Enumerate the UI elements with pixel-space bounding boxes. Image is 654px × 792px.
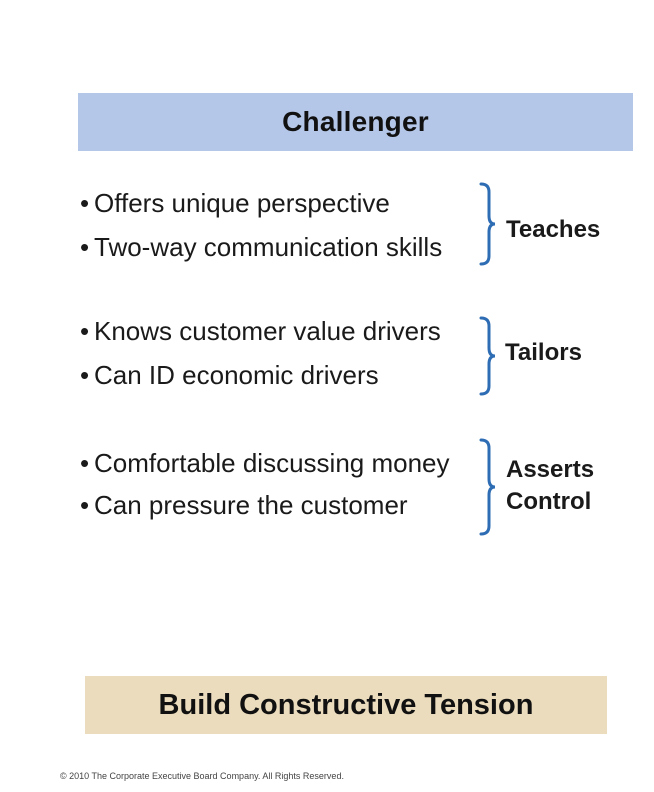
list-item-text: Comfortable discussing money (94, 448, 450, 478)
right-curly-bracket-icon (479, 316, 496, 396)
bullet-dot-icon: • (80, 232, 90, 262)
bullet-dot-icon: • (80, 316, 90, 346)
group-tailors: •Knows customer value drivers •Can ID ec… (80, 316, 620, 406)
list-item: •Comfortable discussing money (80, 448, 450, 478)
trait-label-asserts-control: Asserts Control (506, 456, 595, 515)
list-item-text: Can pressure the customer (94, 490, 408, 520)
list-item: •Can ID economic drivers (80, 360, 379, 390)
footer-band: Build Constructive Tension (85, 676, 607, 734)
trait-label-tailors: Tailors (505, 339, 582, 366)
footer-title: Build Constructive Tension (158, 688, 534, 721)
bullet-dot-icon: • (80, 490, 90, 520)
list-item: •Two-way communication skills (80, 232, 442, 262)
bullet-dot-icon: • (80, 188, 90, 218)
header-band: Challenger (78, 93, 633, 151)
list-item: •Can pressure the customer (80, 490, 408, 520)
list-item-text: Two-way communication skills (94, 232, 443, 262)
bullet-dot-icon: • (80, 360, 90, 390)
list-item: •Offers unique perspective (80, 188, 390, 218)
list-item: •Knows customer value drivers (80, 316, 441, 346)
trait-label-teaches: Teaches (506, 216, 601, 243)
list-item-text: Knows customer value drivers (94, 316, 441, 346)
list-item-text: Can ID economic drivers (94, 360, 379, 390)
right-curly-bracket-icon (479, 438, 496, 536)
bullet-dot-icon: • (80, 448, 90, 478)
right-curly-bracket-icon (479, 182, 496, 266)
header-title: Challenger (282, 106, 429, 137)
group-teaches: •Offers unique perspective •Two-way comm… (80, 182, 620, 278)
group-asserts-control: •Comfortable discussing money •Can press… (80, 438, 620, 544)
list-item-text: Offers unique perspective (94, 188, 390, 218)
copyright-notice: © 2010 The Corporate Executive Board Com… (60, 771, 344, 781)
